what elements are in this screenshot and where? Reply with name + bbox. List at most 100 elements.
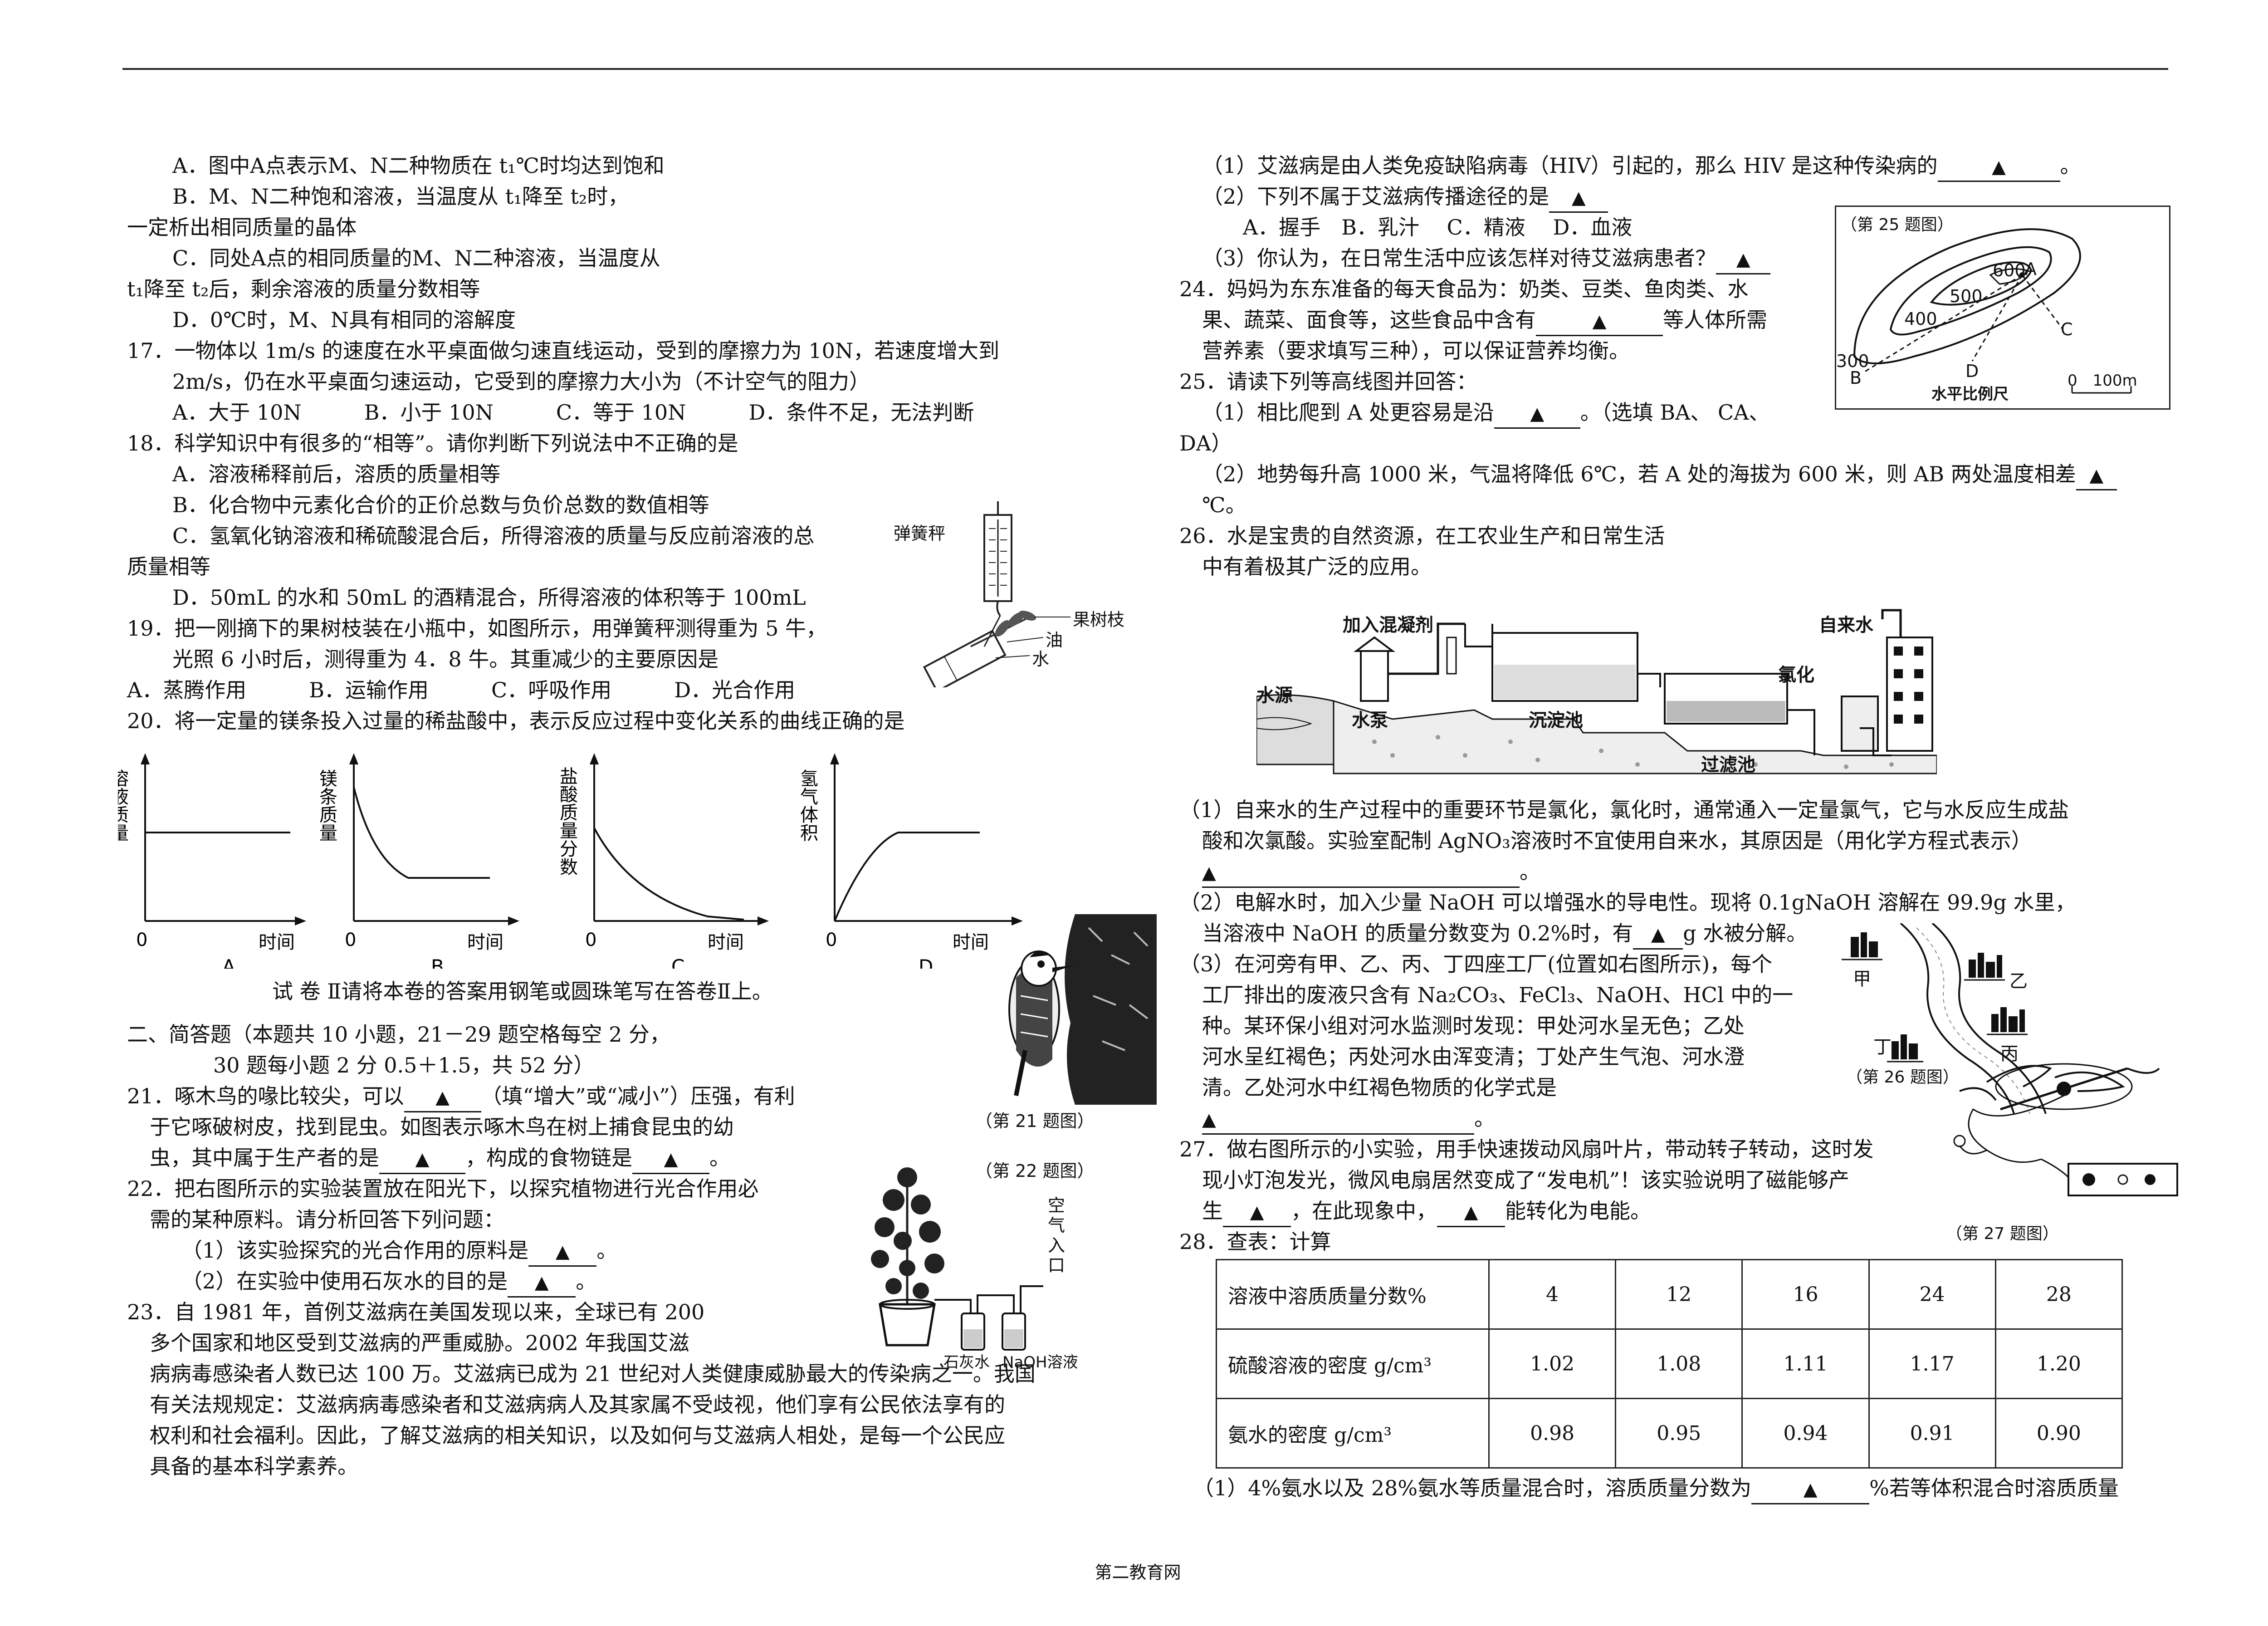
q25-label-300: 300: [1836, 351, 1869, 371]
q21-line-2: 于它啄破树皮，找到昆虫。如图表示啄木鸟在树上捕食昆虫的幼: [150, 1115, 734, 1139]
q20-b-ylabel: 镁条质量: [316, 769, 337, 842]
q25-blank-2-mark: ▲: [2089, 465, 2104, 486]
q25-blank-1[interactable]: ▲: [1494, 399, 1580, 429]
q26-sub-2: （2）电解水时，加入少量 NaOH 可以增强水的导电性。现将 0.1gNaOH …: [1179, 890, 2076, 915]
q26-blank-3[interactable]: ▲: [1202, 1105, 1474, 1135]
q26-sub-3-answer: ▲。: [1202, 1105, 1495, 1135]
q19-label-branch: 果树枝: [1073, 610, 1125, 630]
q16-option-b-cont: 一定析出相同质量的晶体: [127, 215, 357, 240]
q23-blank-3[interactable]: ▲: [1716, 245, 1771, 274]
q28-sub-1-text: （1）4%氨水以及 28%氨水等质量混合时，溶质质量分数为: [1193, 1476, 1752, 1500]
q26-factory-ding: 丁: [1873, 1037, 1892, 1058]
q22-label-air-inlet: 空气入口: [1048, 1195, 1066, 1275]
q28-blank-1-mark: ▲: [1803, 1479, 1818, 1500]
q26-sub-1-period: 。: [1520, 859, 1540, 884]
table-cell: 0.94: [1741, 1398, 1870, 1469]
q26-factory-bing: 丙: [2000, 1043, 2019, 1064]
q27-blank-1-mark: ▲: [1250, 1202, 1264, 1223]
table-cell: 1.08: [1615, 1328, 1743, 1399]
q21-blank-1[interactable]: ▲: [404, 1082, 481, 1112]
q24-line-2a: 果、蔬菜、面食等，这些食品中含有: [1202, 308, 1536, 332]
q22-stem-cont: 需的某种原料。请分析回答下列问题：: [150, 1207, 504, 1232]
q26-label-filter-tank: 过滤池: [1701, 754, 1755, 775]
q27-blank-2-mark: ▲: [1464, 1202, 1478, 1223]
q16-option-c-cont: t₁降至 t₂后，剩余溶液的质量分数相等: [127, 277, 480, 301]
q20-stem: 20．将一定量的镁条投入过量的稀盐酸中，表示反应过程中变化关系的曲线正确的是: [127, 709, 905, 733]
table-cell: 0.90: [1994, 1398, 2123, 1469]
q27-blank-2[interactable]: ▲: [1437, 1197, 1505, 1227]
q22-blank-1[interactable]: ▲: [528, 1237, 597, 1267]
q23-blank-3-mark: ▲: [1736, 249, 1750, 270]
q23-sub-3: （3）你认为，在日常生活中应该怎样对待艾滋病患者？ ▲: [1202, 245, 1771, 274]
q20-a-letter: A: [222, 955, 235, 969]
q23-sub-3-text: （3）你认为，在日常生活中应该怎样对待艾滋病患者？: [1202, 246, 1716, 270]
header-rule: [122, 68, 2168, 70]
q26-stem: 26．水是宝贵的自然资源，在工农业生产和日常生活: [1179, 524, 1665, 548]
q20-c-origin: 0: [585, 930, 596, 950]
table-cell: 1.17: [1868, 1328, 1996, 1399]
q22-figure-caption: （第 22 题图）: [975, 1161, 1095, 1181]
q23-blank-2[interactable]: ▲: [1549, 183, 1608, 213]
q24-blank-mark: ▲: [1592, 311, 1607, 332]
q25-sub-1b: 。（选填 BA、 CA、: [1580, 400, 1770, 425]
q26-blank-2[interactable]: ▲: [1633, 920, 1683, 950]
q23-sub-1: （1）艾滋病是由人类免疫缺陷病毒（HIV）引起的，那么 HIV 是这种传染病的▲…: [1202, 152, 2081, 182]
q26-water-treatment-figure: 加入混凝剂 水源 水泵 沉淀池 过滤池 氯化 自来水: [1256, 583, 1937, 792]
q23-line-3: 病病毒感染者人数已达 100 万。艾滋病已成为 21 世纪对人类健康威胁最大的传…: [150, 1362, 1036, 1386]
q24-line-3: 营养素（要求填写三种），可以保证营养均衡。: [1202, 338, 1630, 363]
q28-row-sulfuric-label: 硫酸溶液的密度 g/cm³: [1216, 1328, 1490, 1399]
q22-blank-1-mark: ▲: [555, 1241, 570, 1262]
q27-text-3c: 能转化为电能。: [1505, 1199, 1651, 1223]
table-cell: 1.11: [1741, 1328, 1870, 1399]
table-cell: 0.95: [1615, 1398, 1743, 1469]
q26-sub-3-line-3: 种。某环保小组对河水监测时发现：甲处河水呈无色；乙处: [1202, 1014, 1745, 1038]
q25-stem: 25．请读下列等高线图并回答：: [1179, 369, 1477, 394]
q21-text-3a: 虫，其中属于生产者的是: [150, 1146, 379, 1170]
q26-sub-3: （3）在河旁有甲、乙、丙、丁四座工厂(位置如右图所示)，每个: [1179, 952, 1773, 976]
q16-option-b: B．M、N二种饱和溶液，当温度从 t₁降至 t₂时，: [172, 184, 629, 209]
q27-line-1: 27．做右图所示的小实验，用手快速拨动风扇叶片，带动转子转动，这时发: [1179, 1137, 1874, 1161]
q20-b-xlabel: 时间: [467, 932, 503, 953]
q21-blank-2[interactable]: ▲: [379, 1144, 465, 1174]
q23-sub-1-period: 。: [2060, 153, 2081, 178]
q27-fan-generator-figure: （第 27 题图）: [1932, 1050, 2186, 1243]
q24-line-1: 24．妈妈为东东准备的每天食品为：奶类、豆类、鱼肉类、水: [1179, 277, 1749, 301]
q27-line-3: 生▲，在此现象中，▲能转化为电能。: [1202, 1197, 1651, 1227]
q25-label-a: A: [2025, 259, 2037, 279]
q28-blank-1[interactable]: ▲: [1751, 1474, 1870, 1504]
q21-blank-3[interactable]: ▲: [632, 1144, 709, 1174]
q27-blank-1[interactable]: ▲: [1223, 1197, 1291, 1227]
q22-sub-1: （1）该实验探究的光合作用的原料是▲。: [181, 1237, 617, 1267]
q26-sub-3-period: 。: [1474, 1106, 1495, 1131]
q24-blank[interactable]: ▲: [1536, 306, 1663, 336]
q28-sub-1-end: %若等体积混合时溶质质量: [1869, 1476, 2119, 1500]
q22-sub-2-text: （2）在实验中使用石灰水的目的是: [181, 1269, 508, 1293]
q23-blank-1-mark: ▲: [1992, 157, 2006, 177]
q28-stem: 28．查表：计算: [1179, 1229, 1331, 1254]
q26-factory-jia: 甲: [1853, 969, 1871, 989]
q28-col-2: 12: [1615, 1259, 1743, 1330]
q25-blank-2[interactable]: ▲: [2076, 460, 2117, 490]
q19-label-oil: 油: [1046, 630, 1063, 650]
q21-figure-caption: （第 21 题图）: [975, 1111, 1095, 1131]
q20-a-ylabel: 溶液质量: [118, 769, 128, 842]
q17-options: A．大于 10N B．小于 10N C．等于 10N D．条件不足，无法判断: [172, 400, 974, 425]
q25-scale-value: 0 100m: [2068, 372, 2137, 390]
q28-sub-1: （1）4%氨水以及 28%氨水等质量混合时，溶质质量分数为 ▲ %若等体积混合时溶质…: [1193, 1474, 2119, 1504]
q26-label-pump: 水泵: [1352, 710, 1388, 731]
q25-scale-label: 水平比例尺: [1931, 385, 2009, 403]
q26-blank-2-mark: ▲: [1651, 924, 1665, 945]
q28-col-4: 24: [1868, 1259, 1996, 1330]
q21-blank-1-mark: ▲: [435, 1087, 450, 1108]
q22-label-naoh: NaOH溶液: [1002, 1353, 1078, 1371]
q22-blank-2[interactable]: ▲: [508, 1268, 576, 1298]
q25-label-d: D: [1965, 361, 1979, 381]
q23-blank-1[interactable]: ▲: [1937, 152, 2060, 182]
q26-blank-1[interactable]: ▲: [1202, 858, 1520, 888]
q17-stem: 17．一物体以 1m/s 的速度在水平桌面做匀速直线运动，受到的摩擦力为 10N…: [127, 338, 1000, 363]
q25-sub-1-cont: DA）: [1179, 431, 1232, 455]
q20-b-origin: 0: [345, 930, 356, 950]
q23-blank-2-mark: ▲: [1571, 187, 1586, 208]
q25-sub-1a: （1）相比爬到 A 处更容易是沿: [1202, 400, 1494, 425]
page-footer: 第二教育网: [1095, 1562, 1181, 1582]
